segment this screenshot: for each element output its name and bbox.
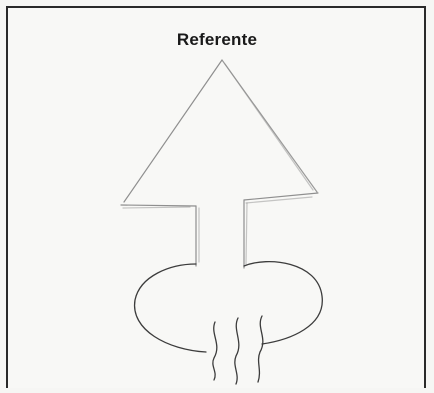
arrow-head-left-edge [124,60,222,202]
stem-wave-3 [258,316,263,382]
stem-wave-1 [213,322,217,380]
arrow-head-base-left-shadow [123,207,190,208]
cap-outline-right [244,262,322,344]
arrow-shaft-right-shadow [246,203,247,264]
stem-wave-2 [235,318,239,384]
arrow-head-base-right [244,193,318,200]
arrow-head-base-left [121,205,196,206]
arrow-head-right-edge-shadow [225,64,313,190]
arrow-head-base-right-shadow [246,197,312,203]
cap-outline-left [135,264,206,352]
